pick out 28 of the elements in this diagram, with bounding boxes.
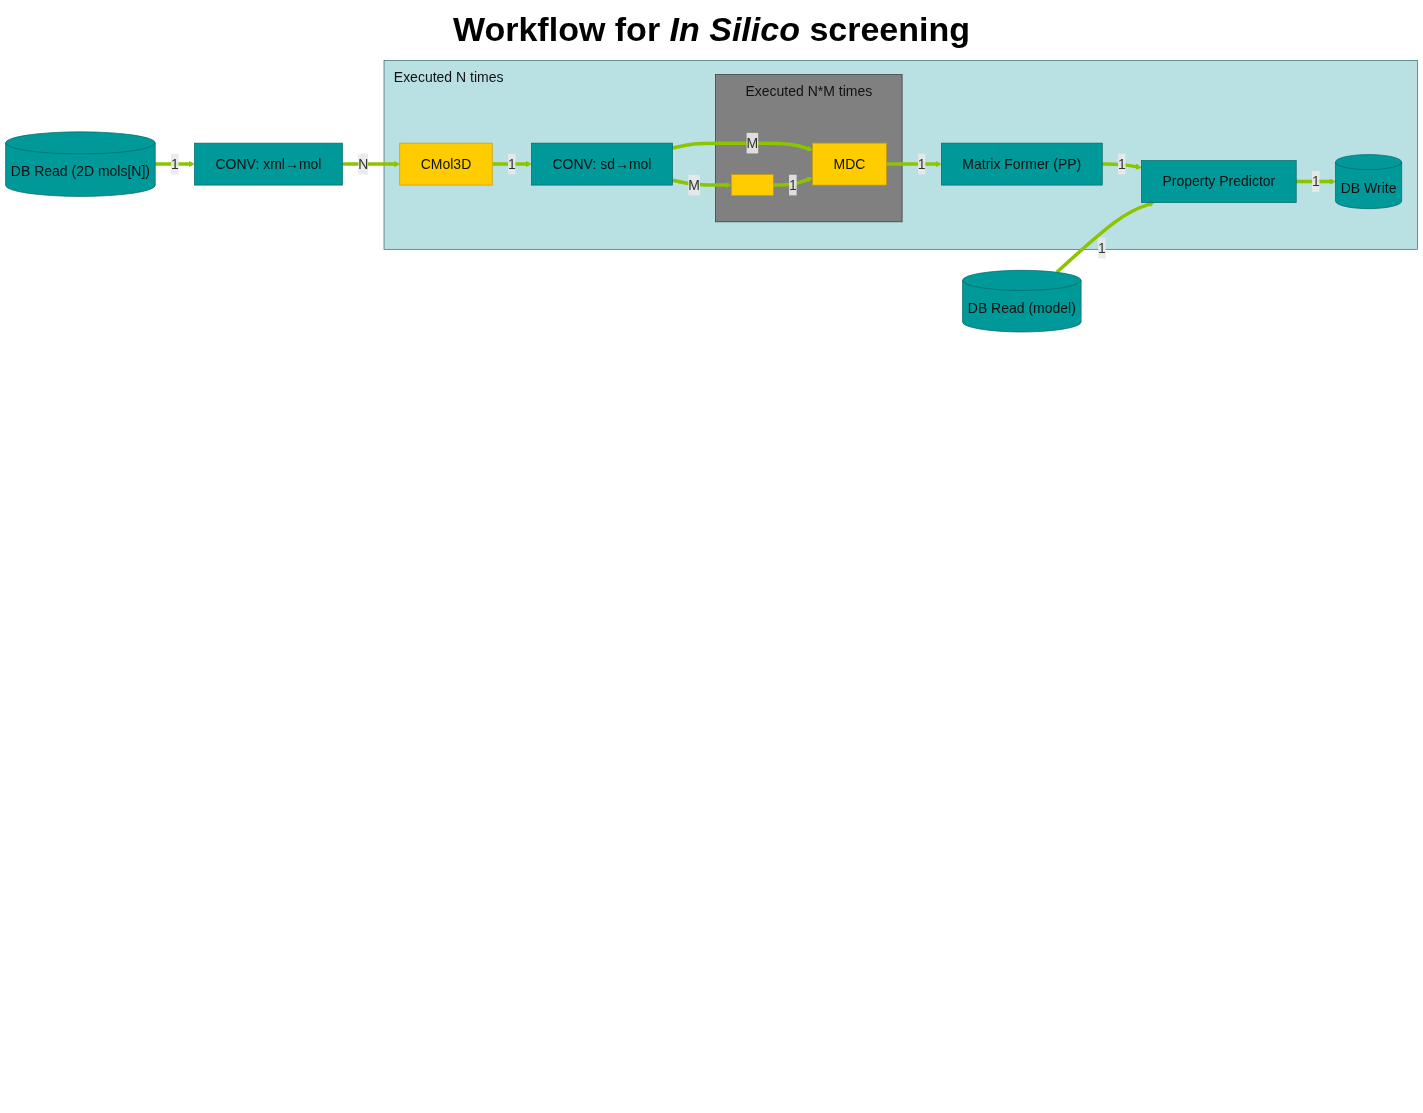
edge-label: 1 <box>170 156 179 172</box>
node-box: MDC <box>812 142 887 186</box>
edge-label: 1 <box>917 156 926 172</box>
edge-label: 1 <box>1098 240 1106 256</box>
arrow <box>672 141 813 152</box>
arrow <box>1102 162 1142 170</box>
edge-label: N <box>358 156 369 172</box>
arrow <box>886 161 942 168</box>
edge-label: M <box>746 135 759 151</box>
node-box: CONV: xml→mol <box>194 142 343 186</box>
edge-label: 1 <box>1311 173 1320 190</box>
arrow <box>342 161 400 168</box>
arrow <box>492 161 532 168</box>
arrow <box>1055 201 1155 274</box>
arrow <box>773 176 813 187</box>
node-box: CMol3D <box>399 142 493 186</box>
node-box <box>731 174 774 196</box>
edge-label: 1 <box>1117 156 1126 172</box>
diagram-title: Workflow for In Silico screening <box>452 10 971 49</box>
arrow <box>1296 178 1336 185</box>
edge-label: 1 <box>789 177 797 193</box>
node-box: Matrix Former (PP) <box>941 142 1103 186</box>
node-box: CONV: sd→mol <box>531 142 673 186</box>
edge-label: 1 <box>507 156 516 172</box>
arrow <box>672 178 732 189</box>
node-box: Property Predictor <box>1141 160 1297 203</box>
arrow <box>155 161 195 168</box>
edge-label: M <box>688 177 700 193</box>
